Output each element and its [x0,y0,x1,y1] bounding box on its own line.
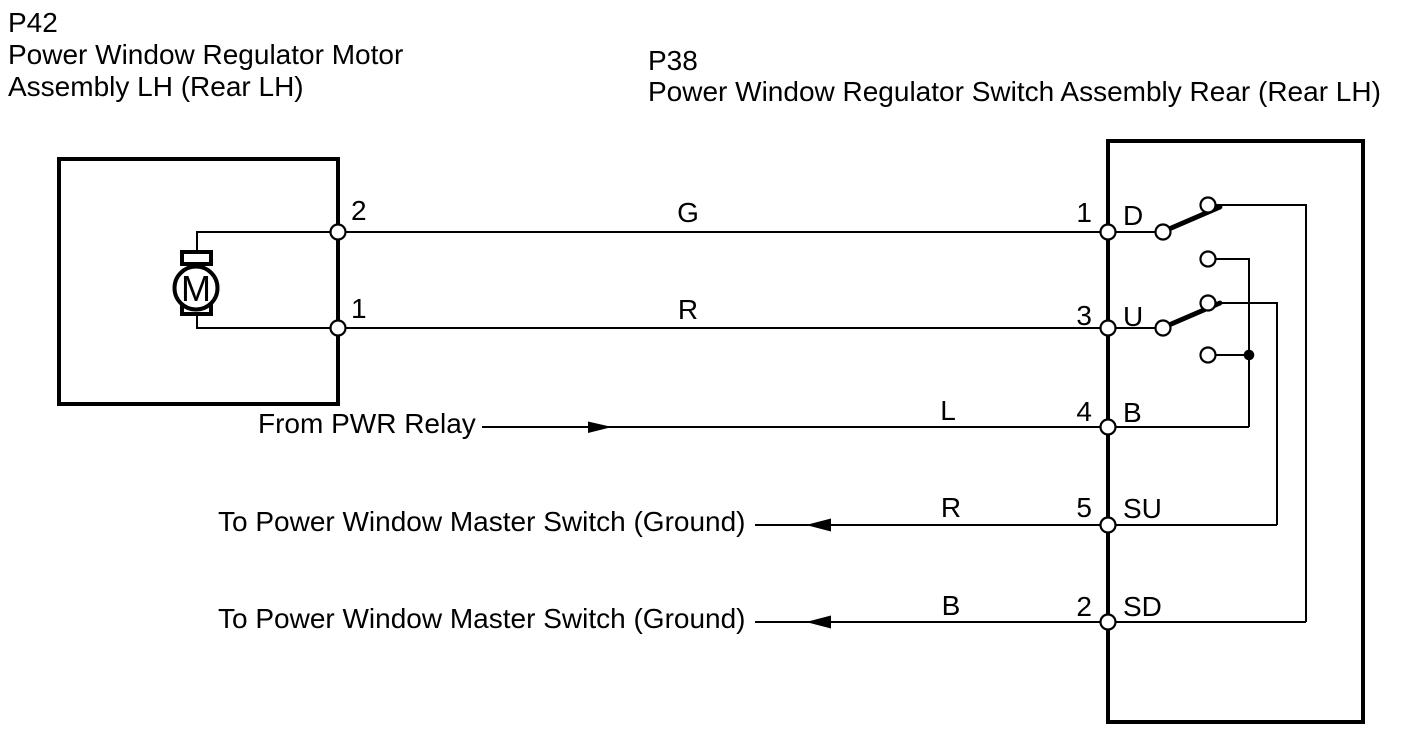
motor-icon [172,264,220,312]
motor-symbol: M [172,231,338,329]
pin-name: SU [1123,493,1162,524]
pin-number: 2 [1076,591,1092,622]
pin-right-2 [1099,613,1117,631]
motor-lead-bottom [196,306,338,329]
pin-name: SD [1123,591,1162,622]
arrow-right-icon [588,421,612,433]
left-connector-box [57,157,340,406]
left-connector-title: P42 Power Window Regulator Motor Assembl… [8,7,403,102]
wire-annotation: From PWR Relay [258,408,476,439]
wire-color-label: R [941,492,961,523]
pin-right-4 [1099,418,1117,436]
connector-name-line1: Power Window Regulator Switch Assembly R… [648,76,1381,107]
motor-lead-top [196,231,338,260]
wire-color-label: G [677,197,699,228]
motor-brush-top [180,250,213,266]
connector-code: P42 [8,7,58,38]
pin-right-5 [1099,516,1117,534]
switch-contact [1199,294,1217,312]
pin-left-2 [329,223,347,241]
link-u-to-su [1215,302,1278,525]
pin-number: 1 [351,293,367,324]
pin-number: 5 [1076,492,1092,523]
connector-code: P38 [648,45,698,76]
link-d2-to-b [1215,258,1250,427]
wire-color-label: L [940,395,956,426]
wire-color-label: B [942,590,961,621]
arrow-left-icon [806,518,831,532]
connector-name-line1: Power Window Regulator Motor [8,39,403,70]
right-connector-box [1106,139,1365,724]
switch-contact [1199,250,1217,268]
connector-name-line2: Assembly LH (Rear LH) [8,71,304,102]
pin-left-1 [329,319,347,337]
right-connector-title: P38 Power Window Regulator Switch Assemb… [648,45,1381,107]
pin-number: 3 [1076,300,1092,331]
switch-contact [1154,319,1172,337]
pin-number: 4 [1076,396,1092,427]
pin-name: D [1123,200,1143,231]
wire-annotation: To Power Window Master Switch (Ground) [218,603,746,634]
pin-right-1 [1099,223,1117,241]
switch-contact [1154,223,1172,241]
switch-contact [1199,196,1217,214]
motor-label: M [181,268,211,309]
wire-color-label: R [678,294,698,325]
switch-contact [1199,346,1217,364]
pin-right-3 [1099,319,1117,337]
pin-name: U [1123,301,1143,332]
pin-number: 1 [1076,197,1092,228]
pin-name: B [1123,397,1142,428]
link-d-to-sd [1215,204,1307,622]
pin-number: 2 [351,195,367,226]
junction-dot [1243,349,1255,361]
wire-annotation: To Power Window Master Switch (Ground) [218,506,746,537]
arrow-left-icon [806,615,831,629]
